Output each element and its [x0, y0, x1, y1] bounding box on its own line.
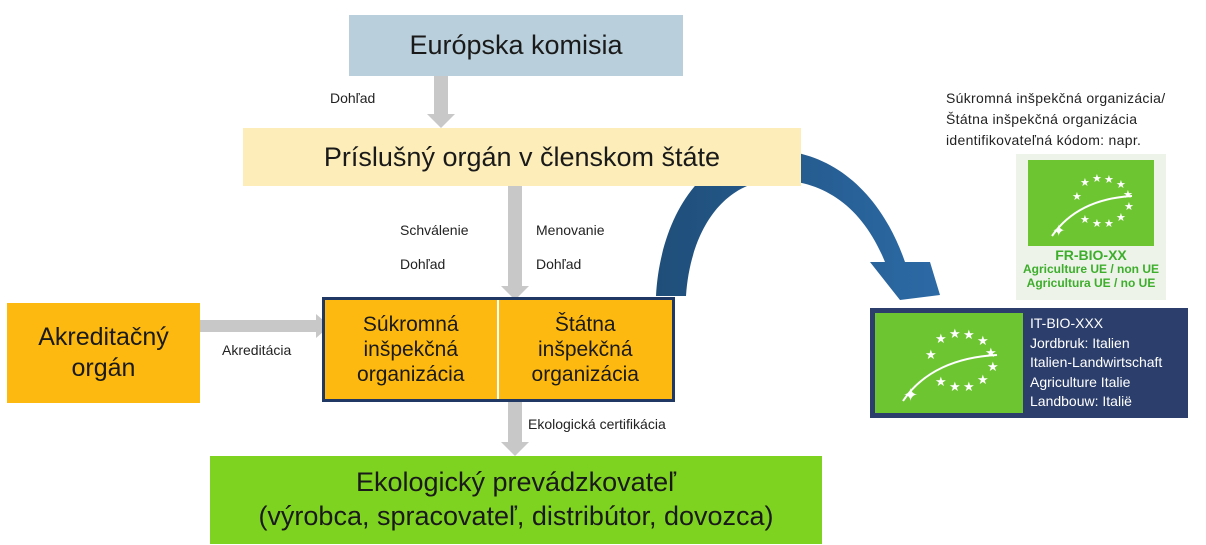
competent-authority-box: Príslušný orgán v členskom štáte [243, 128, 801, 186]
label-certification: Ekologická certifikácia [528, 416, 666, 432]
fr-logo-line2: Agricultura UE / no UE [1026, 276, 1156, 290]
svg-text:★: ★ [1080, 176, 1090, 189]
it-logo-line1: IT-BIO-XXX [1030, 315, 1104, 331]
state-body-line3: organizácia [531, 363, 639, 387]
state-inspection-body: Štátna inšpekčná organizácia [499, 300, 673, 399]
note-line3: identifikovateľná kódom: napr. [946, 132, 1142, 148]
svg-text:★: ★ [935, 332, 947, 347]
arrow-accreditation [200, 314, 330, 338]
state-body-line1: Štátna [554, 312, 616, 336]
organic-operator-box: Ekologický prevádzkovateľ (výrobca, spra… [210, 456, 822, 544]
label-supervision-top: Dohľad [330, 90, 376, 106]
svg-text:★: ★ [985, 346, 997, 361]
eu-leaf-icon: ★★★ ★★★ ★★★ ★★ ✦ [1028, 160, 1154, 246]
competent-authority-label: Príslušný orgán v členskom štáte [323, 141, 721, 172]
svg-text:★: ★ [1104, 217, 1114, 230]
label-approval: Schválenie [400, 222, 469, 238]
curved-blue-arrow [656, 150, 940, 300]
svg-text:★: ★ [949, 380, 961, 395]
private-inspection-body: Súkromná inšpekčná organizácia [325, 300, 499, 399]
it-logo-line3: Italien-Landwirtschaft [1030, 354, 1163, 370]
label-supervision-right: Dohľad [536, 256, 582, 272]
it-logo-line5: Landbouw: Italië [1030, 393, 1132, 409]
svg-text:★: ★ [1092, 172, 1102, 185]
operator-line2: (výrobca, spracovateľ, distribútor, dovo… [258, 501, 774, 531]
private-body-line3: organizácia [357, 363, 465, 387]
svg-text:★: ★ [1116, 211, 1126, 224]
svg-text:★: ★ [1080, 213, 1090, 226]
label-appointment: Menovanie [536, 222, 605, 238]
svg-text:★: ★ [987, 360, 999, 375]
svg-text:★: ★ [1092, 217, 1102, 230]
european-commission-label: Európska komisia [409, 30, 623, 60]
note-line1: Súkromná inšpekčná organizácia/ [946, 90, 1166, 106]
svg-text:★: ★ [935, 375, 947, 390]
svg-text:★: ★ [925, 348, 937, 363]
eu-organic-logo-fr: ★★★ ★★★ ★★★ ★★ ✦ FR-BIO-XX Agriculture U… [1016, 154, 1166, 300]
svg-text:★: ★ [963, 380, 975, 395]
svg-text:✦: ✦ [903, 385, 918, 406]
accreditation-body-line2: orgán [71, 354, 136, 382]
inspection-bodies-group: Súkromná inšpekčná organizácia Štátna in… [322, 297, 675, 402]
arrow-bodies-to-operator [501, 402, 529, 456]
svg-text:★: ★ [1124, 200, 1134, 213]
fr-logo-code: FR-BIO-XX [1055, 247, 1127, 263]
svg-text:★: ★ [977, 373, 989, 388]
eu-leaf-icon-it: ★★★ ★★★ ★★★ ★★ ✦ [875, 313, 1023, 413]
label-supervision-left: Dohľad [400, 256, 446, 272]
private-body-line2: inšpekčná [363, 337, 459, 361]
svg-text:★: ★ [977, 334, 989, 349]
svg-text:★: ★ [963, 328, 975, 343]
private-body-line1: Súkromná [362, 312, 459, 336]
operator-line1: Ekologický prevádzkovateľ [355, 467, 677, 498]
arrow-authority-to-bodies [501, 186, 529, 300]
state-body-line2: inšpekčná [537, 337, 633, 361]
fr-logo-line1: Agriculture UE / non UE [1022, 262, 1159, 276]
it-logo-line4: Agriculture Italie [1030, 373, 1131, 390]
note-line2: Štátna inšpekčná organizácia [946, 111, 1138, 127]
accreditation-body-line1: Akreditačný [38, 322, 169, 351]
svg-text:★: ★ [1123, 188, 1133, 201]
european-commission-box: Európska komisia [349, 15, 683, 76]
svg-text:★: ★ [1104, 173, 1114, 186]
accreditation-body-box: Akreditačný orgán [7, 303, 200, 403]
eu-organic-logo-it: ★★★ ★★★ ★★★ ★★ ✦ IT-BIO-XXX Jordbruk: It… [870, 308, 1188, 418]
svg-text:✦: ✦ [1052, 221, 1065, 240]
svg-text:★: ★ [1072, 190, 1082, 203]
svg-text:★: ★ [949, 327, 961, 342]
note-text: Súkromná inšpekčná organizácia/ Štátna i… [946, 88, 1165, 151]
arrow-commission-to-authority [427, 76, 455, 128]
it-logo-line2: Jordbruk: Italien [1030, 334, 1130, 351]
svg-text:★: ★ [1116, 178, 1126, 191]
label-accreditation: Akreditácia [222, 342, 292, 358]
